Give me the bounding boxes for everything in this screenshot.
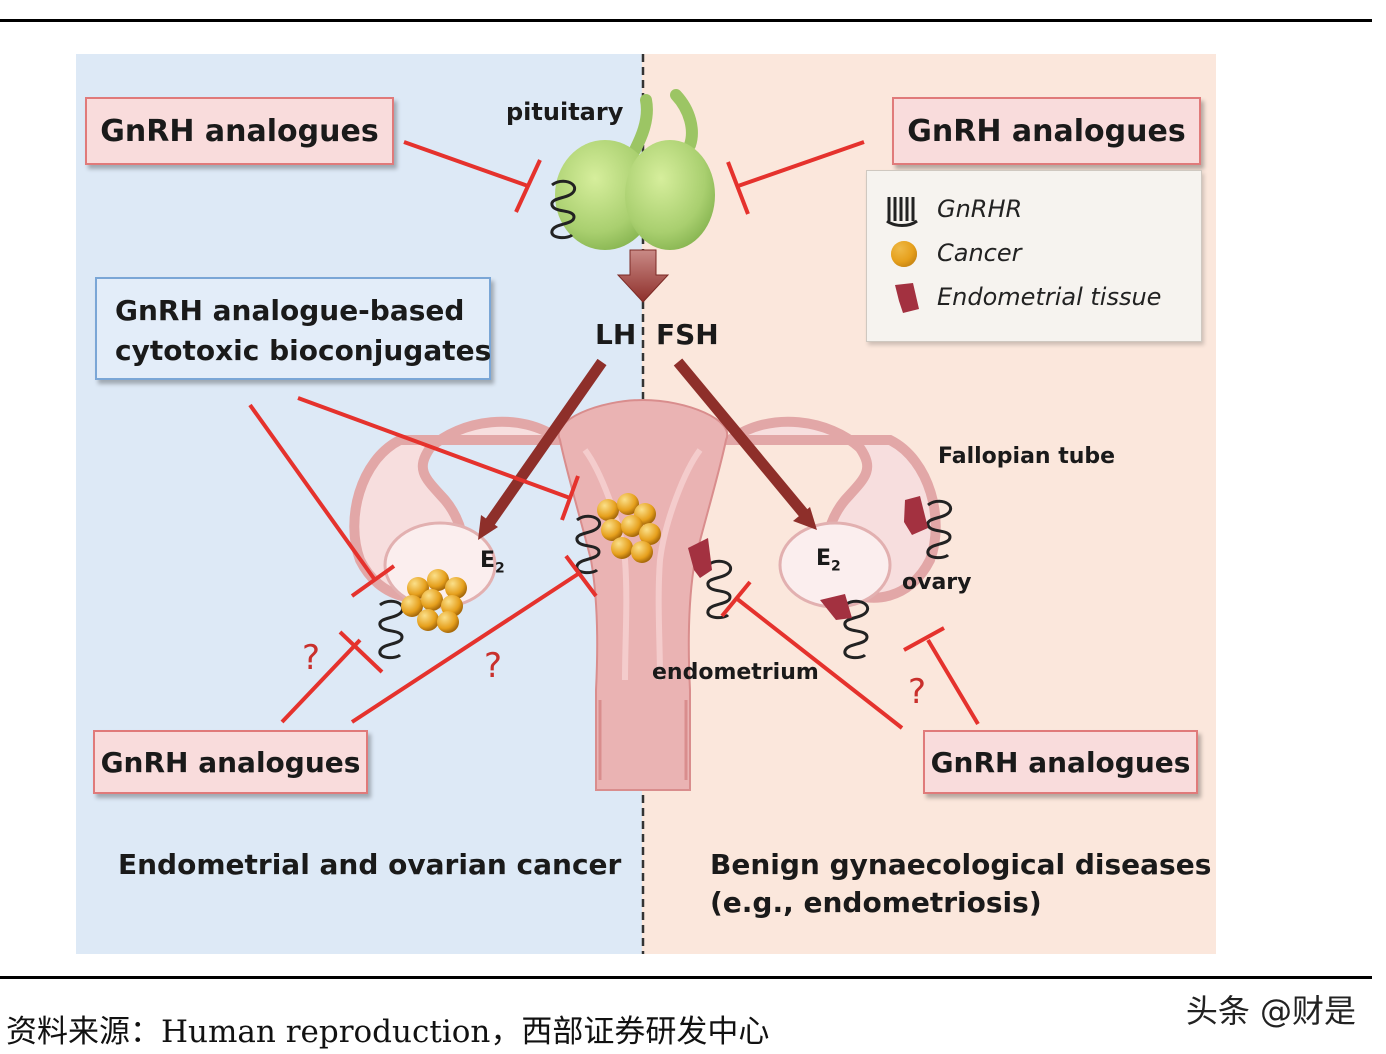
lh-label: LH bbox=[595, 318, 637, 351]
endometrial-tissue-icon bbox=[688, 538, 712, 578]
question-mark: ? bbox=[484, 646, 503, 686]
pituitary-label: pituitary bbox=[506, 98, 624, 126]
bioconjugates-line-2: cytotoxic bioconjugates bbox=[115, 334, 492, 367]
e2-label-right: E2 bbox=[816, 546, 841, 575]
endometrial-tissue-icon bbox=[895, 283, 919, 313]
gnrh-analogues-box-bottom-left: GnRH analogues bbox=[93, 730, 368, 794]
right-panel-caption-line-1: Benign gynaecological diseases bbox=[710, 848, 1212, 881]
ovary-label: ovary bbox=[902, 570, 972, 595]
legend-gnrhr-label: GnRHR bbox=[937, 195, 1023, 223]
hormone-arrows bbox=[478, 249, 817, 540]
left-panel-caption: Endometrial and ovarian cancer bbox=[118, 848, 622, 881]
cancer-cluster-icon bbox=[597, 493, 661, 563]
cancer-icon bbox=[891, 241, 917, 267]
bottom-rule bbox=[0, 976, 1372, 979]
gnrh-analogues-box-top-left: GnRH analogues bbox=[85, 97, 394, 165]
bioconjugates-line-1: GnRH analogue-based bbox=[115, 294, 465, 327]
right-panel-caption-line-2: (e.g., endometriosis) bbox=[710, 886, 1042, 919]
fsh-label: FSH bbox=[656, 318, 719, 351]
fallopian-tube-label: Fallopian tube bbox=[938, 444, 1116, 469]
legend-endometrial-tissue-label: Endometrial tissue bbox=[937, 283, 1162, 311]
question-mark: ? bbox=[302, 638, 321, 678]
bioconjugates-box: GnRH analogue-based cytotoxic bioconjuga… bbox=[95, 277, 491, 380]
endometrial-tissue-icon bbox=[820, 594, 852, 620]
inhibition-lines bbox=[248, 140, 980, 730]
gnrh-analogues-box-bottom-right: GnRH analogues bbox=[923, 730, 1198, 794]
source-caption: 资料来源：Human reproduction，西部证券研发中心 bbox=[6, 1014, 770, 1050]
watermark: 头条 @财是 bbox=[1185, 992, 1356, 1030]
endometrial-tissue-icon bbox=[904, 496, 928, 535]
e2-label-left: E2 bbox=[480, 548, 505, 577]
question-mark: ? bbox=[908, 672, 927, 712]
gnrh-analogues-box-top-right: GnRH analogues bbox=[892, 97, 1201, 165]
pituitary-gland-icon bbox=[555, 89, 715, 250]
legend: GnRHR Cancer Endometrial tissue bbox=[866, 170, 1202, 342]
top-rule bbox=[0, 19, 1372, 22]
legend-cancer-label: Cancer bbox=[937, 239, 1022, 267]
endometrium-label: endometrium bbox=[652, 660, 819, 685]
receptor-coil-icon bbox=[886, 197, 918, 227]
cancer-cluster-icon bbox=[401, 569, 467, 633]
uterus-icon bbox=[349, 398, 941, 791]
